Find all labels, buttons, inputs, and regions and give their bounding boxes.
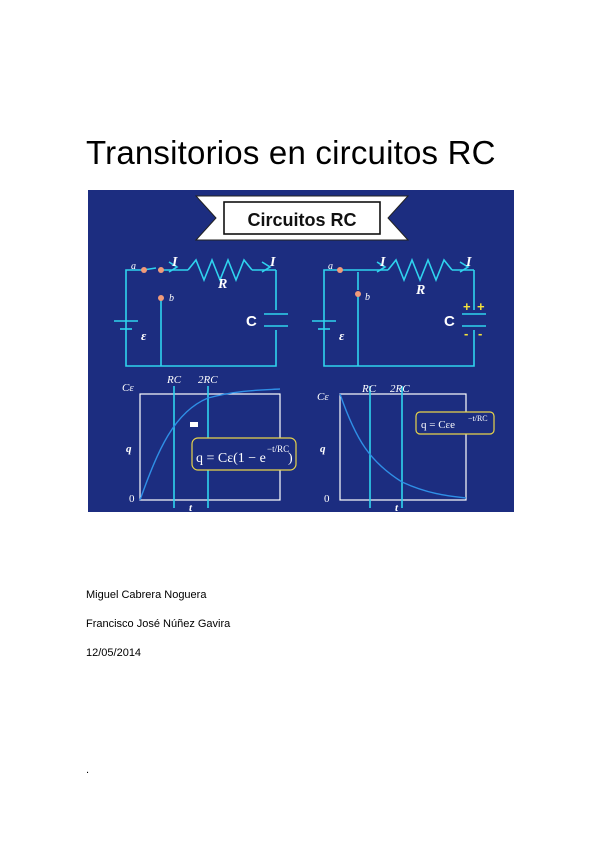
left-x-label: t [189,502,193,512]
right-zero: 0 [324,493,330,505]
left-emf-label: ε [141,328,147,343]
right-plus-2: + [477,299,485,314]
left-y-top: Cε [122,382,134,394]
trailing-mark: . [86,764,90,776]
left-formula-end: ) [288,451,293,466]
right-emf-label: ε [339,328,345,343]
rc-circuits-figure: Circuitos RC a b I I R C ε [88,190,514,512]
right-mark-2rc: 2RC [390,383,410,395]
left-node-a: a [131,261,136,272]
left-current-1: I [171,255,178,270]
right-y-top: Cε [317,391,329,403]
right-node-a: a [328,261,333,272]
left-formula-exp: −t/RC [267,444,289,454]
right-mark-rc: RC [361,383,377,395]
left-y-label: q [126,443,132,455]
right-current-1: I [379,255,386,270]
left-mark-2rc: 2RC [198,374,218,386]
author-1: Miguel Cabrera Noguera [86,589,207,601]
left-circuit [114,257,288,367]
right-current-2: I [465,255,472,270]
left-graph: q = Cε(1 − e −t/RC ) Cε q 0 t RC 2RC [122,374,297,512]
right-x-label: t [395,502,399,512]
document-title: Transitorios en circuitos RC [86,134,496,171]
banner-title: Circuitos RC [247,210,356,230]
author-2: Francisco José Núñez Gavira [86,618,231,630]
banner: Circuitos RC [194,195,410,241]
right-capacitor-label: C [444,313,455,330]
left-mark-rc: RC [166,374,182,386]
left-capacitor-label: C [246,313,257,330]
right-minus-2: - [478,326,482,341]
figure-background [88,190,514,512]
left-node-b: b [169,293,174,304]
right-resistor-label: R [415,283,425,298]
left-current-2: I [269,255,276,270]
right-node-b: b [365,292,370,303]
right-y-label: q [320,443,326,455]
date: 12/05/2014 [86,647,142,659]
right-graph: q = Cεe −t/RC Cε q 0 t RC 2RC [317,383,495,512]
right-formula-exp: −t/RC [468,414,488,423]
right-plus-1: + [463,299,471,314]
left-zero: 0 [129,493,135,505]
left-resistor-label: R [217,277,227,292]
right-circuit [312,257,486,367]
right-minus-1: - [464,326,468,341]
right-formula-main: q = Cεe [421,419,455,431]
left-formula-main: q = Cε(1 − e [196,451,266,466]
